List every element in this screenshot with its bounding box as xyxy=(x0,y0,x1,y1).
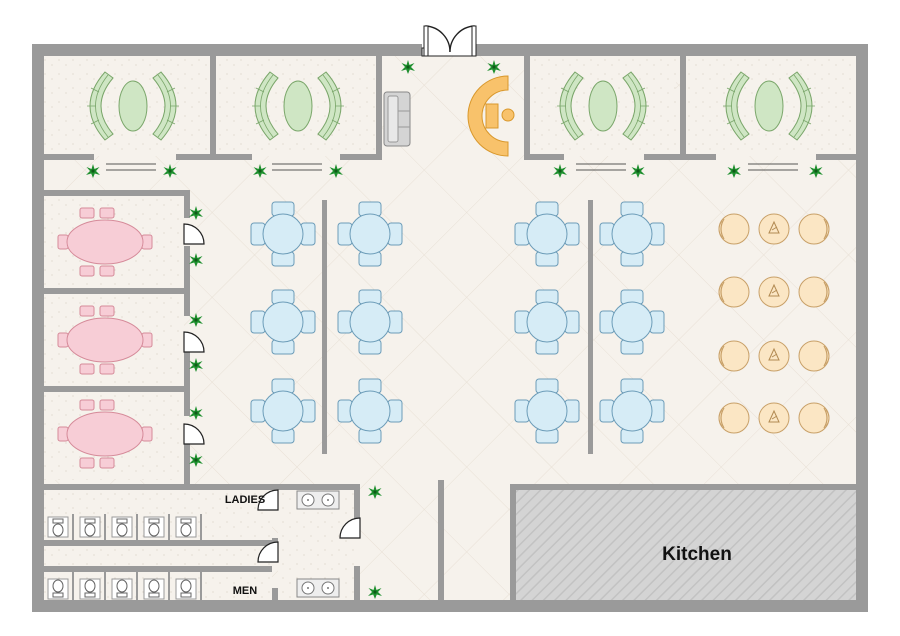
booth-set xyxy=(556,71,650,141)
men-label: MEN xyxy=(233,585,258,597)
kitchen-label: Kitchen xyxy=(662,544,732,565)
booth-set xyxy=(722,71,816,141)
sink-icon xyxy=(296,490,340,510)
ladies-label: LADIES xyxy=(225,494,265,506)
sofa-icon xyxy=(383,91,411,147)
booth-set xyxy=(86,71,180,141)
walls xyxy=(32,44,868,612)
sink-icon xyxy=(296,578,340,598)
entrance-door-icon[interactable] xyxy=(421,25,477,57)
booth-set xyxy=(251,71,345,141)
kitchen-area xyxy=(516,490,858,600)
reception-desk-icon xyxy=(467,75,515,157)
